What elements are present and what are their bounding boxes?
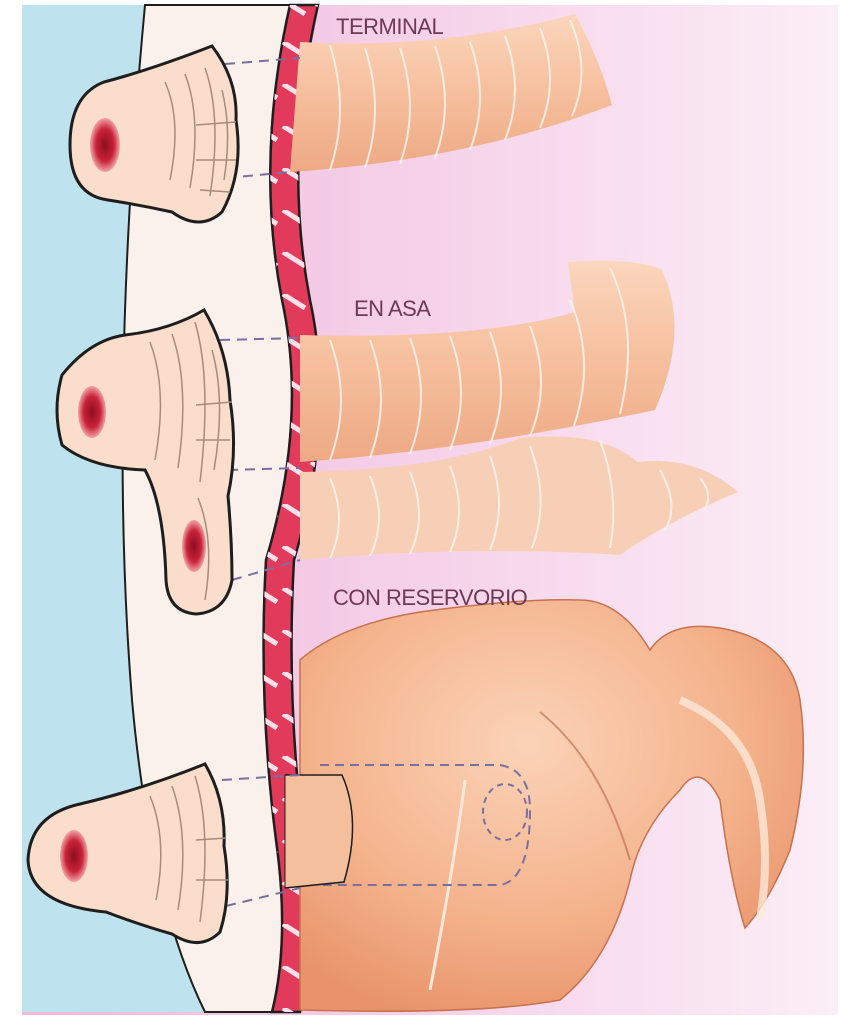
label-con-reservorio: CON RESERVORIO bbox=[333, 585, 527, 611]
label-en-asa: EN ASA bbox=[354, 296, 430, 322]
label-terminal: TERMINAL bbox=[336, 14, 443, 40]
